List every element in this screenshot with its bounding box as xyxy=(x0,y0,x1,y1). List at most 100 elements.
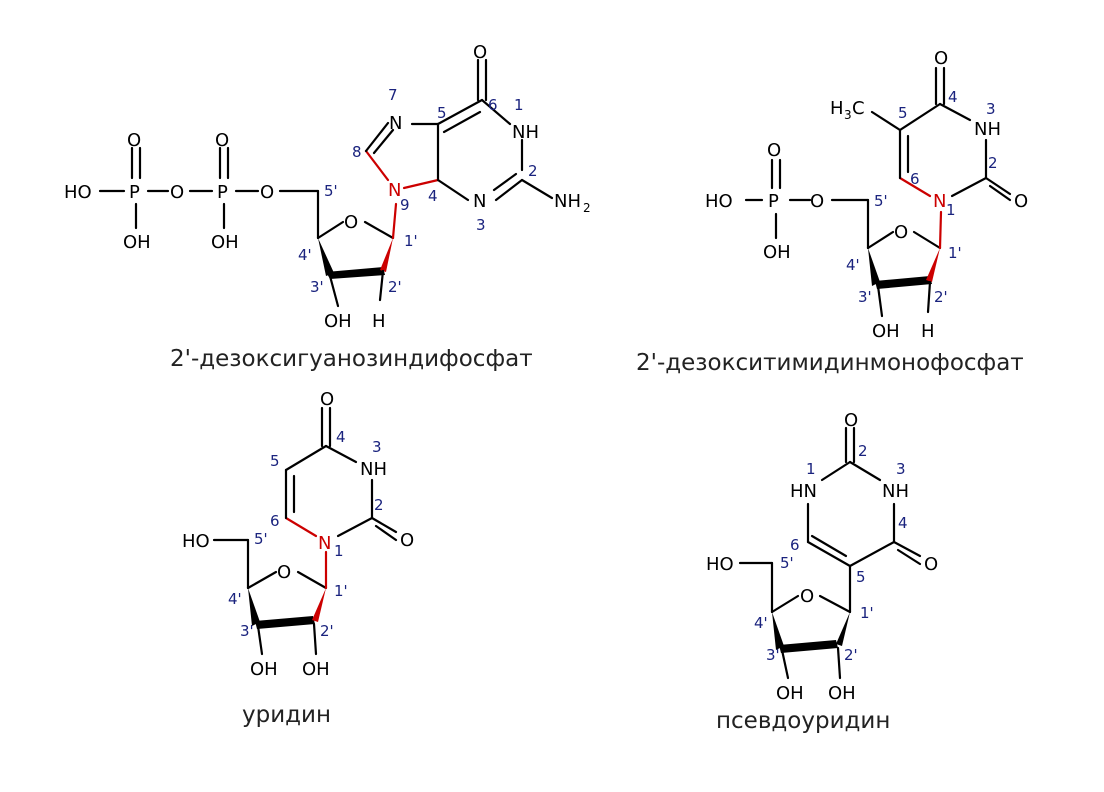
atom-o: O xyxy=(344,212,358,233)
locant: 4 xyxy=(898,514,908,532)
atom-n-glycosidic: N xyxy=(318,533,331,554)
locant: 4 xyxy=(948,88,958,106)
locant: 4' xyxy=(228,590,242,608)
atom-o: O xyxy=(767,140,781,161)
atom-h3c: H xyxy=(830,98,844,119)
atom-ho: HO xyxy=(182,531,210,552)
molecule-pseudouridine xyxy=(738,426,922,680)
atom-h: H xyxy=(372,311,386,332)
atom-o: O xyxy=(170,182,184,203)
locant: 3' xyxy=(310,278,324,296)
atom-oh: OH xyxy=(872,321,900,342)
atom-o: O xyxy=(800,586,814,607)
atom-o: O xyxy=(1014,191,1028,212)
atom-p: P xyxy=(768,191,779,212)
atom-nh2-subscript: 2 xyxy=(583,201,591,215)
locant: 1' xyxy=(860,604,874,622)
locant: 5' xyxy=(254,530,268,548)
locant: 6 xyxy=(488,96,498,114)
atom-oh: OH xyxy=(776,683,804,704)
atom-h: H xyxy=(921,321,935,342)
locant: 3' xyxy=(240,622,254,640)
locant: 2' xyxy=(388,278,402,296)
atom-n-glycosidic: N xyxy=(933,191,946,212)
atom-o: O xyxy=(320,389,334,410)
caption-dgdp: 2'-дезоксигуанозиндифосфат xyxy=(170,346,533,372)
atom-o: O xyxy=(810,191,824,212)
molecule-dtmp xyxy=(744,66,1012,318)
locant: 5 xyxy=(856,568,866,586)
locant: 1' xyxy=(948,244,962,262)
locant: 4' xyxy=(846,256,860,274)
locant: 3 xyxy=(372,438,382,456)
caption-uridine: уридин xyxy=(242,702,331,728)
locant: 3' xyxy=(858,288,872,306)
locant: 4' xyxy=(754,614,768,632)
locant: 3 xyxy=(476,216,486,234)
atom-oh: OH xyxy=(123,232,151,253)
atom-nh: NH xyxy=(360,459,387,480)
atom-o: O xyxy=(277,562,291,583)
locant: 2 xyxy=(988,154,998,172)
locant: 4 xyxy=(428,187,438,205)
atom-o: O xyxy=(924,554,938,575)
atom-n: N xyxy=(473,191,486,212)
atom-nh: NH xyxy=(512,122,539,143)
locant: 1' xyxy=(334,582,348,600)
atom-p: P xyxy=(129,182,140,203)
atom-hn: HN xyxy=(790,481,817,502)
locant: 1 xyxy=(946,201,956,219)
locant: 2 xyxy=(528,162,538,180)
atom-ho: HO xyxy=(64,182,92,203)
locant: 6 xyxy=(910,170,920,188)
atom-o: O xyxy=(215,130,229,151)
locant: 9 xyxy=(400,196,410,214)
locant: 5' xyxy=(874,192,888,210)
molecule-uridine xyxy=(212,406,398,656)
molecule-dgdp xyxy=(98,58,554,308)
atom-n-glycosidic: N xyxy=(388,180,401,201)
caption-pseudouridine: псевдоуридин xyxy=(716,708,890,734)
locant: 5' xyxy=(324,182,338,200)
atom-ho: HO xyxy=(705,191,733,212)
locant: 6 xyxy=(270,512,280,530)
locant: 2 xyxy=(374,496,384,514)
atom-nh2: NH xyxy=(554,191,581,212)
atom-oh: OH xyxy=(302,659,330,680)
locant: 5 xyxy=(437,104,447,122)
atom-nh: NH xyxy=(882,481,909,502)
atom-o: O xyxy=(894,222,908,243)
atom-p: P xyxy=(217,182,228,203)
locant: 2' xyxy=(844,646,858,664)
atom-oh: OH xyxy=(324,311,352,332)
locant: 1 xyxy=(334,542,344,560)
locant: 3 xyxy=(986,100,996,118)
locant: 5 xyxy=(898,104,908,122)
locant: 2' xyxy=(320,622,334,640)
atom-h3c-carbon: C xyxy=(852,98,865,119)
locant: 8 xyxy=(352,143,362,161)
atom-ho: HO xyxy=(706,554,734,575)
locant: 1 xyxy=(514,96,524,114)
atom-n: N xyxy=(389,113,402,134)
locant: 7 xyxy=(388,86,398,104)
locant: 5' xyxy=(780,554,794,572)
locant: 4 xyxy=(336,428,346,446)
atom-nh: NH xyxy=(974,119,1001,140)
atom-oh: OH xyxy=(828,683,856,704)
atom-o: O xyxy=(127,130,141,151)
atom-o: O xyxy=(400,530,414,551)
atom-o: O xyxy=(844,410,858,431)
locant: 5 xyxy=(270,452,280,470)
caption-dtmp: 2'-дезокситимидинмонофосфат xyxy=(636,350,1024,376)
atom-h3c-subscript: 3 xyxy=(844,108,852,122)
locant: 4' xyxy=(298,246,312,264)
atom-o: O xyxy=(260,182,274,203)
locant: 6 xyxy=(790,536,800,554)
atom-oh: OH xyxy=(250,659,278,680)
atom-o: O xyxy=(473,42,487,63)
locant: 3' xyxy=(766,646,780,664)
atom-oh: OH xyxy=(763,242,791,263)
locant: 3 xyxy=(896,460,906,478)
